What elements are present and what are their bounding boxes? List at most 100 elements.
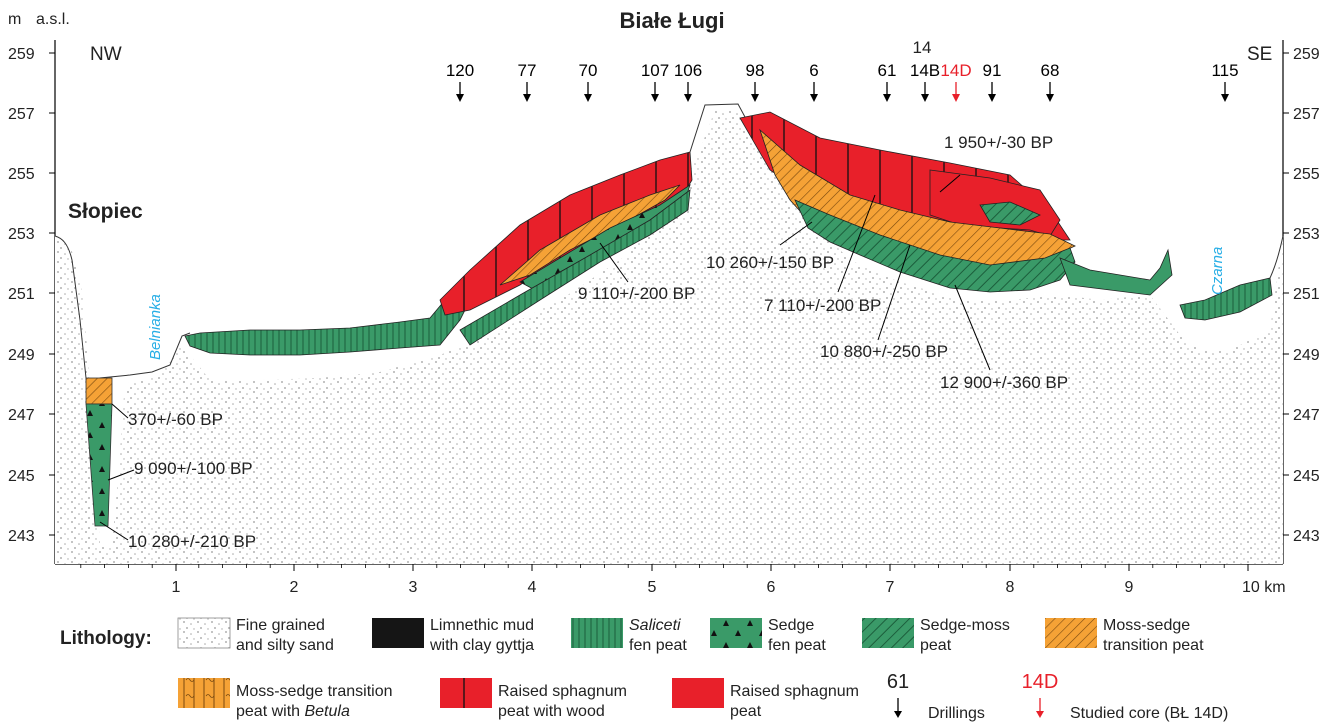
legend-heading: Lithology: (60, 628, 152, 649)
river-label-belnianka: Belnianka (147, 294, 164, 360)
date-label: 9 110+/-200 BP (578, 284, 695, 303)
legend-label: Limnethic mud (430, 617, 534, 634)
drilling-arrowhead (684, 94, 692, 102)
legend-swatch-moss-sedge (1045, 618, 1097, 648)
place-label-slopiec: Słopiec (68, 200, 143, 223)
x-tick-label: 10 km (1242, 579, 1286, 596)
river-label-czarna: Czarna (1209, 247, 1226, 295)
drilling-arrowhead (810, 94, 818, 102)
drilling-label: 14B (910, 61, 940, 80)
legend-label: Sedge (768, 617, 814, 634)
legend-label: peat (730, 703, 762, 720)
x-tick-label: 1 (172, 579, 181, 596)
drilling-label: 106 (674, 61, 702, 80)
drilling-arrowhead (523, 94, 531, 102)
legend-label: Saliceti (629, 617, 681, 634)
y-tick-label-left: 253 (8, 226, 35, 243)
legend-label: peat (920, 637, 952, 654)
legend-swatch-saliceti (571, 618, 623, 648)
drilling-label: 6 (809, 61, 818, 80)
legend-label: Raised sphagnum (730, 683, 859, 700)
y-tick-label-right: 245 (1293, 468, 1320, 485)
drilling-arrowhead (584, 94, 592, 102)
studied-core-label: 14D (940, 61, 971, 80)
legend-swatch-sedge (710, 618, 762, 648)
drilling-label: 107 (641, 61, 669, 80)
legend-studied-example: 14D (1022, 671, 1059, 693)
legend-label: fen peat (629, 637, 687, 654)
drilling-arrowhead (921, 94, 929, 102)
date-label: 7 110+/-200 BP (764, 296, 881, 315)
date-label: 9 090+/-100 BP (134, 459, 253, 478)
x-tick-label: 8 (1006, 579, 1015, 596)
date-label: 12 900+/-360 BP (940, 373, 1068, 392)
saliceti-fen-left (184, 299, 471, 356)
drilling-label: 68 (1041, 61, 1060, 80)
legend-drill-example: 61 (887, 671, 909, 693)
y-tick-label-right: 253 (1293, 226, 1320, 243)
date-label: 10 260+/-150 BP (706, 253, 834, 272)
date-label: 10 880+/-250 BP (820, 342, 948, 361)
date-label: 370+/-60 BP (128, 410, 223, 429)
fen-right-valley (1059, 248, 1173, 296)
legend-swatch-raised (672, 678, 724, 708)
legend-swatch-raised-wood (440, 678, 492, 708)
drilling-arrowhead (952, 94, 960, 102)
date-label: 10 280+/-210 BP (128, 532, 256, 551)
drilling-arrowhead (651, 94, 659, 102)
drilling-arrowhead (1046, 94, 1054, 102)
direction-right: SE (1247, 44, 1272, 65)
drilling-arrowhead (988, 94, 996, 102)
legend-swatch-sand (177, 617, 231, 649)
y-tick-label-right: 251 (1293, 286, 1320, 303)
legend: Lithology: Fine grained and silty sand L… (60, 617, 1228, 722)
slopiec-sedge-peat (85, 403, 113, 527)
x-tick-label: 2 (290, 579, 299, 596)
y-tick-label-left: 247 (8, 407, 35, 424)
figure-title: Białe Ługi (619, 8, 724, 33)
legend-label: and silty sand (236, 637, 334, 654)
fine-sand-basement (55, 110, 1283, 564)
direction-left: NW (90, 44, 122, 65)
y-tick-label-left: 245 (8, 468, 35, 485)
legend-swatch-sedge-moss (862, 618, 914, 648)
legend-swatch-betula (178, 678, 230, 708)
moss-sedge-left (499, 184, 681, 286)
y-tick-label-left: 251 (8, 286, 35, 303)
legend-label: peat with wood (498, 703, 605, 720)
drilling-label: 115 (1211, 61, 1238, 80)
x-tick-label: 3 (409, 579, 418, 596)
drilling-label: 91 (983, 61, 1002, 80)
sedge-moss-lens (979, 201, 1041, 226)
y-tick-label-right: 243 (1293, 528, 1320, 545)
y-unit-label: m (8, 11, 21, 28)
legend-label: with clay gyttja (429, 637, 534, 654)
y-tick-label-left: 255 (8, 166, 35, 183)
y-tick-label-left: 243 (8, 528, 35, 545)
y-tick-label-left: 249 (8, 347, 35, 364)
drilling-arrowhead (883, 94, 891, 102)
drilling-label: 61 (878, 61, 897, 80)
legend-studied-text: Studied core (BŁ 14D) (1070, 705, 1228, 722)
x-tick-label: 5 (648, 579, 657, 596)
y-tick-label-left: 259 (8, 46, 35, 63)
date-annotations: 370+/-60 BP 9 090+/-100 BP 10 280+/-210 … (99, 133, 1068, 551)
drilling-arrowhead (1221, 94, 1229, 102)
czarna-fen-peat (1179, 277, 1273, 321)
sedge-moss-right (794, 199, 1076, 293)
y-unit-label-2: a.s.l. (36, 11, 70, 28)
svg-text:peat with Betula: peat with Betula (236, 703, 350, 720)
legend-label: Raised sphagnum (498, 683, 627, 700)
drilling-arrowhead (456, 94, 464, 102)
y-tick-label-right: 259 (1293, 46, 1320, 63)
saliceti-fen-mid (459, 189, 691, 346)
legend-drill-text: Drillings (928, 705, 985, 722)
x-tick-label: 6 (767, 579, 776, 596)
x-tick-label: 9 (1125, 579, 1134, 596)
y-tick-label-right: 257 (1293, 106, 1320, 123)
legend-label: Moss-sedge transition (236, 683, 393, 700)
